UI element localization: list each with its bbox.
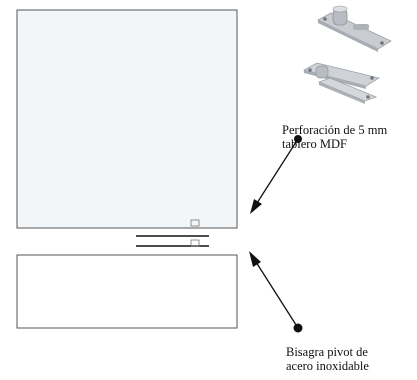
upper-door-panel	[16, 9, 238, 229]
pivot-hinge-top-piece	[317, 5, 392, 52]
pivot-hinge-bottom-piece	[302, 62, 381, 104]
perforation-caption-line2: tablero MDF	[282, 137, 347, 151]
perforation-caption: Perforación de 5 mm tablero MDF	[282, 123, 387, 151]
lower-door-panel	[16, 254, 238, 329]
pivot-hinge-caption: Bisagra pivot de acero inoxidable	[286, 345, 369, 373]
perforation-leader-arrow	[250, 135, 302, 214]
pivot-leader-arrow	[249, 251, 303, 333]
perforation-caption-line1: Perforación de 5 mm	[282, 123, 388, 137]
upper-pivot-marker	[190, 219, 200, 227]
pivot-hinge-caption-line2: acero inoxidable	[286, 359, 369, 373]
middle-pivot-marker	[190, 239, 200, 247]
pivot-hinge-caption-line1: Bisagra pivot de	[286, 345, 368, 359]
